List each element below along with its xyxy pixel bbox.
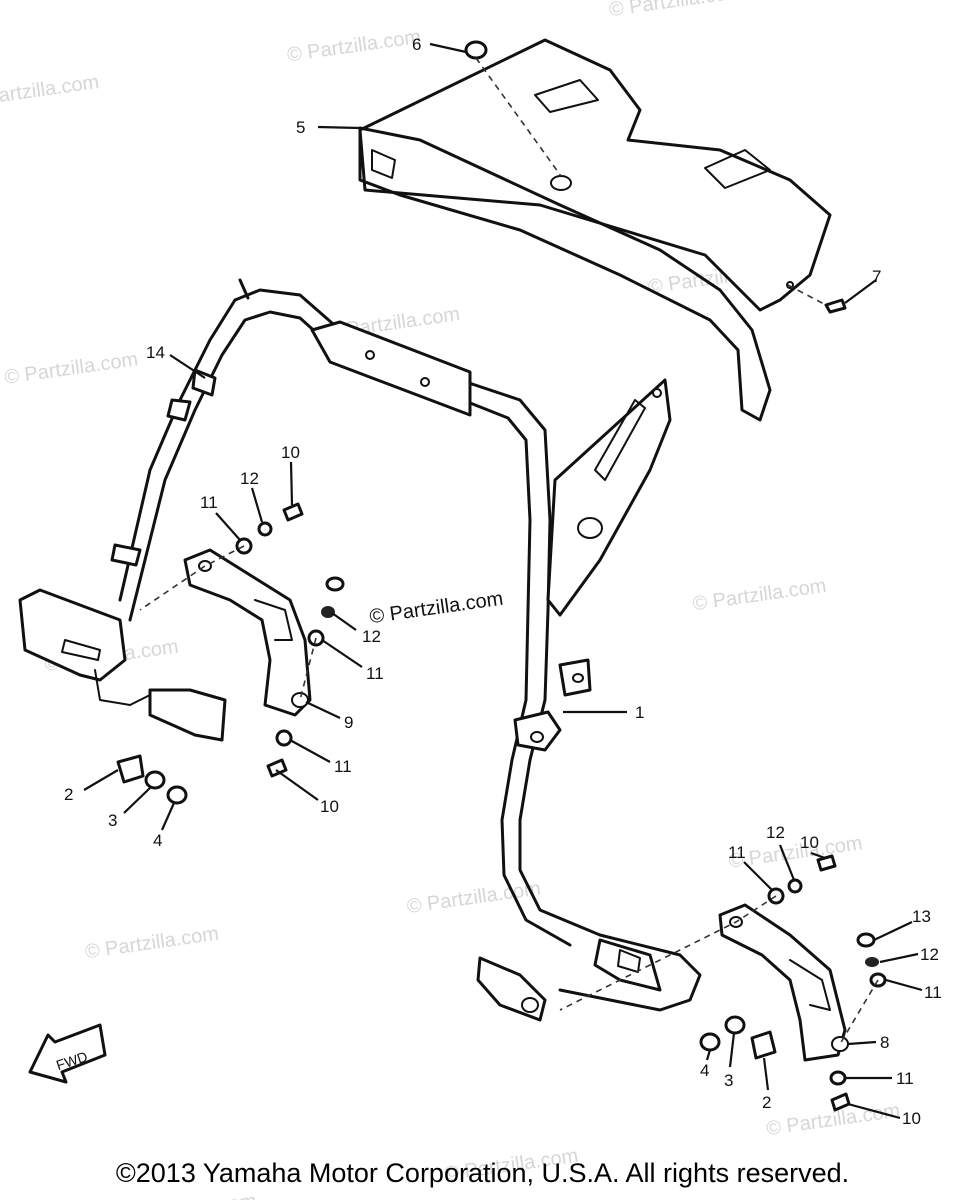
- watermark: © Partzilla.com: [286, 26, 423, 67]
- callout-4: 4: [153, 831, 162, 850]
- forward-direction-arrow-icon: FWD: [28, 1023, 107, 1084]
- callout-3: 3: [108, 811, 117, 830]
- callout-14: 14: [146, 343, 165, 362]
- callout-6: 6: [412, 35, 421, 54]
- part-strap: [110, 368, 217, 567]
- callout-8: 8: [880, 1033, 889, 1052]
- callout-11: 11: [728, 843, 746, 862]
- callout-2: 2: [762, 1093, 771, 1112]
- watermark: © Partzilla.com: [691, 575, 828, 616]
- callout-12: 12: [240, 469, 259, 488]
- callout-4: 4: [700, 1061, 709, 1080]
- part-bracket-left: [183, 548, 312, 717]
- callout-10: 10: [800, 833, 819, 852]
- callout-11: 11: [334, 757, 352, 776]
- part-cover: [358, 38, 832, 422]
- assembly-lines: [139, 57, 879, 1045]
- callout-3: 3: [724, 1071, 733, 1090]
- callout-13: 13: [912, 907, 931, 926]
- part-bracket-right: [718, 903, 849, 1062]
- callout-5: 5: [296, 118, 305, 137]
- watermark: © Partzilla.com: [608, 0, 745, 21]
- watermark: © Partzilla.com: [3, 348, 140, 389]
- callout-10: 10: [320, 797, 339, 816]
- callout-12: 12: [766, 823, 785, 842]
- copyright-notice: ©2013 Yamaha Motor Corporation, U.S.A. A…: [115, 1158, 850, 1188]
- callout-11: 11: [200, 493, 218, 512]
- watermark: © Partzilla.com: [121, 1190, 258, 1200]
- callout-11: 11: [366, 664, 384, 683]
- part-handle-frame: [18, 278, 702, 1022]
- watermark: © Partzilla.com: [0, 71, 100, 112]
- watermark: © Partzilla.com: [84, 923, 221, 964]
- callout-10: 10: [902, 1109, 921, 1128]
- callout-2: 2: [64, 785, 73, 804]
- callout-11: 11: [896, 1069, 914, 1088]
- callout-12: 12: [362, 627, 381, 646]
- callout-7: 7: [872, 267, 881, 286]
- callout-numbers: 6 5 7 14 10 12 11 12 11 9 11 10 2 3 4 1 …: [64, 35, 942, 1128]
- callout-11: 11: [924, 983, 942, 1002]
- callout-10: 10: [281, 443, 300, 462]
- callout-1: 1: [635, 703, 644, 722]
- callout-9: 9: [344, 713, 353, 732]
- callout-leaders: [83, 42, 923, 1120]
- watermark-center: © Partzilla.com: [368, 588, 505, 629]
- callout-12: 12: [920, 945, 939, 964]
